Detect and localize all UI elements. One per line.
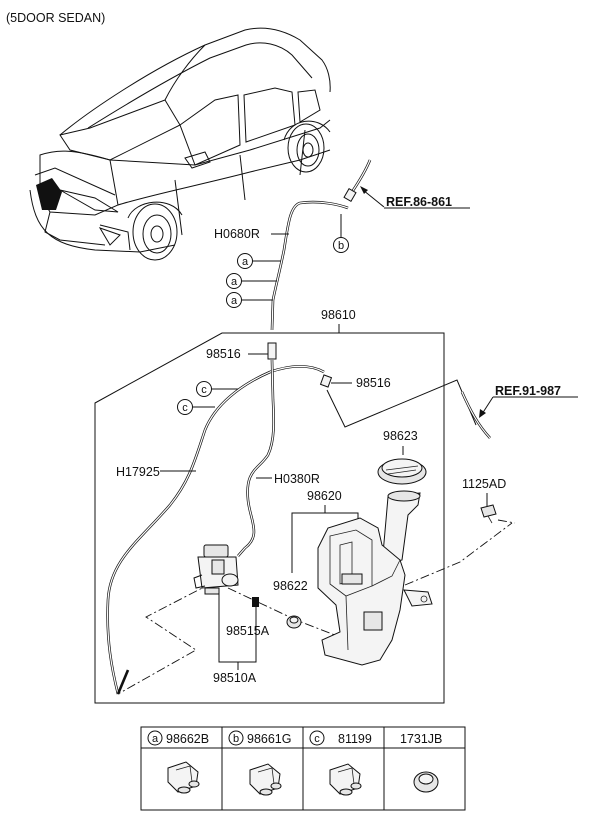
marker-a-1: a	[242, 256, 249, 268]
callout-98610: 98610	[321, 308, 356, 322]
legend-a-part: 98662B	[166, 732, 209, 746]
washer-pump-98510a: 98510A	[193, 544, 257, 685]
marker-a-3: a	[231, 295, 238, 307]
hose-h0680r: H0680R b a a a	[214, 200, 349, 331]
callout-98510a: 98510A	[213, 671, 257, 685]
grommet-icon	[413, 771, 439, 793]
callout-h0680r: H0680R	[214, 227, 260, 241]
legend-grommet-part: 1731JB	[400, 732, 442, 746]
legend-b-part: 98661G	[247, 732, 291, 746]
ref-91-987-label[interactable]: REF.91-987	[495, 384, 561, 398]
assembly-reference-lines	[117, 519, 516, 695]
clip-a-icon	[167, 761, 200, 794]
marker-c-1: c	[201, 384, 207, 396]
clip-legend-table: a 98662B b 98661G c 81199 1731JB	[140, 726, 466, 811]
callout-1125ad: 1125AD	[462, 477, 506, 491]
callout-h17925: H17925	[116, 465, 160, 479]
marker-b: b	[338, 240, 344, 252]
legend-c-letter: c	[314, 733, 320, 745]
connector-98516-upper: 98516	[206, 342, 277, 361]
legend-c-part: 81199	[338, 732, 372, 746]
legend-b-letter: b	[233, 733, 239, 745]
ref-91-987-group: REF.91-987	[460, 384, 578, 439]
assembly-98610-outline: 98610	[94, 308, 445, 704]
hose-h0380r: H0380R	[237, 359, 320, 557]
callout-98620: 98620	[307, 489, 342, 503]
rear-wheel	[283, 120, 331, 173]
reservoir-cap-98623: 98623	[377, 429, 427, 485]
callout-98516-right: 98516	[356, 376, 391, 390]
hose-h17925: c c H17925	[106, 365, 325, 695]
ref-86-861-label[interactable]: REF.86-861	[386, 195, 452, 209]
washer-reservoir-98620: 98620	[291, 489, 433, 666]
grommet-98622: 98622	[273, 579, 308, 629]
pump-seal-98515a: 98515A	[226, 597, 270, 638]
ref-86-861-group: REF.86-861	[343, 159, 470, 209]
callout-98622: 98622	[273, 579, 308, 593]
marker-c-2: c	[182, 402, 188, 414]
bolt-1125ad: 1125AD	[462, 477, 506, 524]
clip-b-icon	[249, 763, 282, 796]
clip-c-icon	[329, 763, 362, 796]
front-wheel	[127, 201, 183, 261]
connector-98516-right: 98516	[319, 374, 477, 428]
callout-98516-upper: 98516	[206, 347, 241, 361]
callout-98623: 98623	[383, 429, 418, 443]
marker-a-2: a	[231, 276, 238, 288]
car-illustration	[29, 27, 331, 261]
callout-98515a: 98515A	[226, 624, 270, 638]
variant-title: (5DOOR SEDAN)	[6, 11, 105, 25]
callout-h0380r: H0380R	[274, 472, 320, 486]
legend-a-letter: a	[152, 733, 159, 745]
